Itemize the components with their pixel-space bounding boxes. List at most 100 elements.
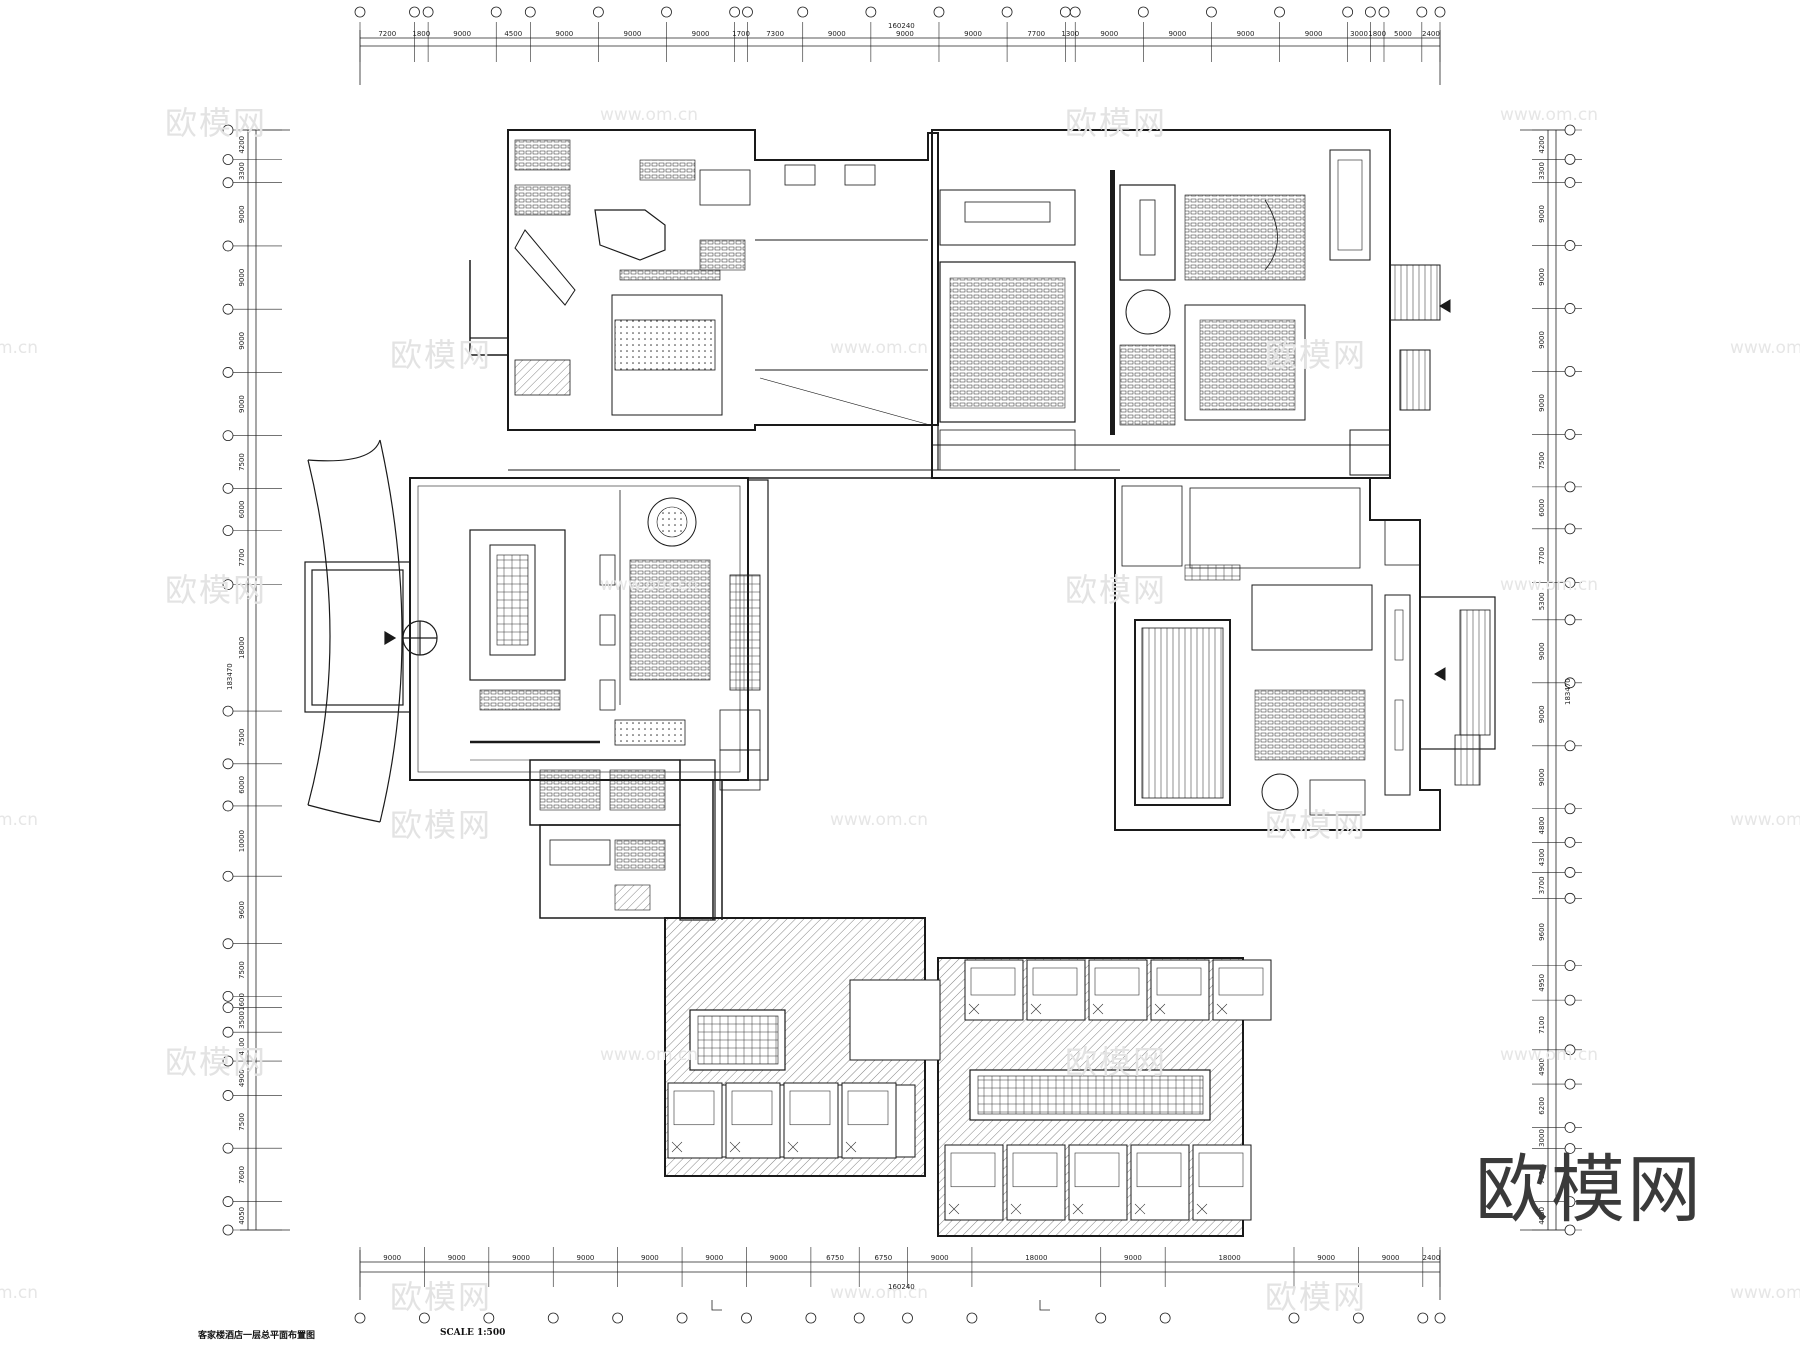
left-grid-axis-bubbles: 4200330090009000900090007500600077001800… <box>222 124 282 1236</box>
grid-axis-bubble <box>222 303 234 315</box>
grid-axis-bubble <box>1564 481 1576 493</box>
bed <box>1012 1152 1058 1188</box>
dimension-label: 7500 <box>238 961 246 979</box>
dimension-label: 1800 <box>412 30 430 38</box>
watermark-url: www.om.cn <box>1730 1283 1800 1303</box>
grid-axis-bubble <box>741 1312 752 1324</box>
dimension-label: 4950 <box>1538 974 1546 992</box>
grid-axis-bubble <box>483 1312 495 1324</box>
grid-axis-bubble <box>222 1224 234 1236</box>
grid-axis-bubble <box>222 579 234 591</box>
dimension-label: 4500 <box>504 30 522 38</box>
dimension-label: 9000 <box>624 30 642 38</box>
grid-axis-bubble <box>1564 803 1576 815</box>
watermark-url: www.om.cn <box>0 810 39 830</box>
guest-room <box>1026 959 1086 1021</box>
watermark-url: www.om.cn <box>1500 1045 1599 1065</box>
grid-axis-bubble <box>1564 523 1576 535</box>
dimension-label: 9000 <box>1305 30 1323 38</box>
northwest-dining-block <box>469 129 939 431</box>
dimension-label: 3500 <box>238 1011 246 1029</box>
grid-axis-bubble <box>222 1055 234 1067</box>
dimension-label: 9000 <box>641 1254 659 1262</box>
east-guest-rooms <box>944 959 1272 1221</box>
dimension-label: 3300 <box>1538 162 1546 180</box>
bathroom-mark <box>1010 1203 1022 1215</box>
grid-axis-bubble <box>1564 1196 1576 1208</box>
grid-axis-bubble <box>797 6 809 18</box>
grid-axis-bubble <box>222 758 234 770</box>
grid-axis-bubble <box>1564 124 1576 136</box>
dimension-label: 9000 <box>512 1254 530 1262</box>
watermark-text: 欧模网 <box>1065 1043 1168 1081</box>
grid-axis-bubble <box>805 1312 817 1324</box>
grid-axis-bubble <box>1564 1122 1576 1133</box>
grid-axis-bubble <box>222 800 234 812</box>
watermark-text: 欧模网 <box>1065 571 1168 609</box>
watermark-url: www.om.cn <box>1500 575 1599 595</box>
dimension-label: 9000 <box>448 1254 466 1262</box>
grid-axis-bubble <box>612 1312 624 1324</box>
grid-axis-bubble <box>966 1312 978 1324</box>
watermark-url: www.om.cn <box>600 575 699 595</box>
dimension-label: 9000 <box>828 30 846 38</box>
dimension-label: 7500 <box>238 453 246 471</box>
watermark-url: www.om.cn <box>830 810 929 830</box>
dimension-label: 9000 <box>238 269 246 287</box>
dimension-label: 7500 <box>1538 452 1546 470</box>
dimension-label: 5300 <box>1538 592 1546 610</box>
watermark-text: 欧模网 <box>165 1043 268 1081</box>
bed <box>1032 967 1078 996</box>
bed <box>970 967 1016 996</box>
grid-axis-bubble <box>1434 1312 1446 1324</box>
right-grid-axis-bubbles: 4200330090009000900090007500600077005300… <box>1532 124 1582 1236</box>
dimension-label: 4300 <box>1538 848 1546 866</box>
grid-axis-bubble <box>222 240 234 252</box>
dimension-label: 6000 <box>238 501 246 519</box>
dimension-label: 4800 <box>1538 817 1546 835</box>
grid-axis-bubble <box>222 1026 234 1038</box>
dimension-label: 2400 <box>1422 1254 1440 1262</box>
grid-axis-bubble <box>222 870 234 882</box>
watermark-text: 欧模网 <box>1065 104 1168 142</box>
dimension-label: 7500 <box>238 1113 246 1131</box>
grid-axis-bubble <box>1564 1044 1576 1056</box>
watermark-url: www.om.cn <box>830 1283 929 1303</box>
grid-axis-bubble <box>222 154 234 165</box>
grid-axis-bubble <box>1137 6 1149 18</box>
dimension-label: 3000 <box>1350 30 1368 38</box>
watermark-text: 欧模网 <box>1265 1278 1368 1316</box>
watermark-url: www.om.cn <box>600 105 699 125</box>
grid-axis-bubble <box>1159 1312 1171 1324</box>
guest-room <box>964 959 1024 1021</box>
grid-axis-bubble <box>222 1196 234 1207</box>
service-corridor <box>712 479 769 920</box>
guest-room <box>1212 959 1272 1021</box>
grid-axis-bubble <box>1564 577 1576 589</box>
top-overall-dimension: 160240 <box>888 22 915 30</box>
grid-axis-bubble <box>490 6 502 18</box>
grid-axis-bubble <box>1564 1224 1576 1236</box>
dimension-label: 4900 <box>238 1069 246 1087</box>
dimension-label: 7700 <box>1027 30 1045 38</box>
dimension-label: 9000 <box>770 1254 788 1262</box>
grid-axis-bubble <box>1564 740 1576 752</box>
bathroom-mark <box>1030 1003 1042 1015</box>
right-overall-dimension: 183470 <box>1564 678 1572 705</box>
grid-axis-bubble <box>1417 1312 1429 1324</box>
dimension-label: 1800 <box>1368 30 1386 38</box>
grid-axis-bubble <box>222 124 234 136</box>
bed <box>950 1152 996 1188</box>
dimension-label: 9000 <box>692 30 710 38</box>
east-entrance-steps <box>1349 264 1451 476</box>
dimension-label: 9600 <box>238 901 246 919</box>
guest-room <box>1150 959 1210 1021</box>
dimension-label: 9000 <box>453 30 471 38</box>
grid-axis-bubble <box>1288 1312 1300 1324</box>
dimension-label: 7700 <box>1538 547 1546 565</box>
dimension-label: 9000 <box>1538 768 1546 786</box>
dimension-label: 6000 <box>238 776 246 794</box>
grid-axis-bubble <box>1564 240 1576 251</box>
